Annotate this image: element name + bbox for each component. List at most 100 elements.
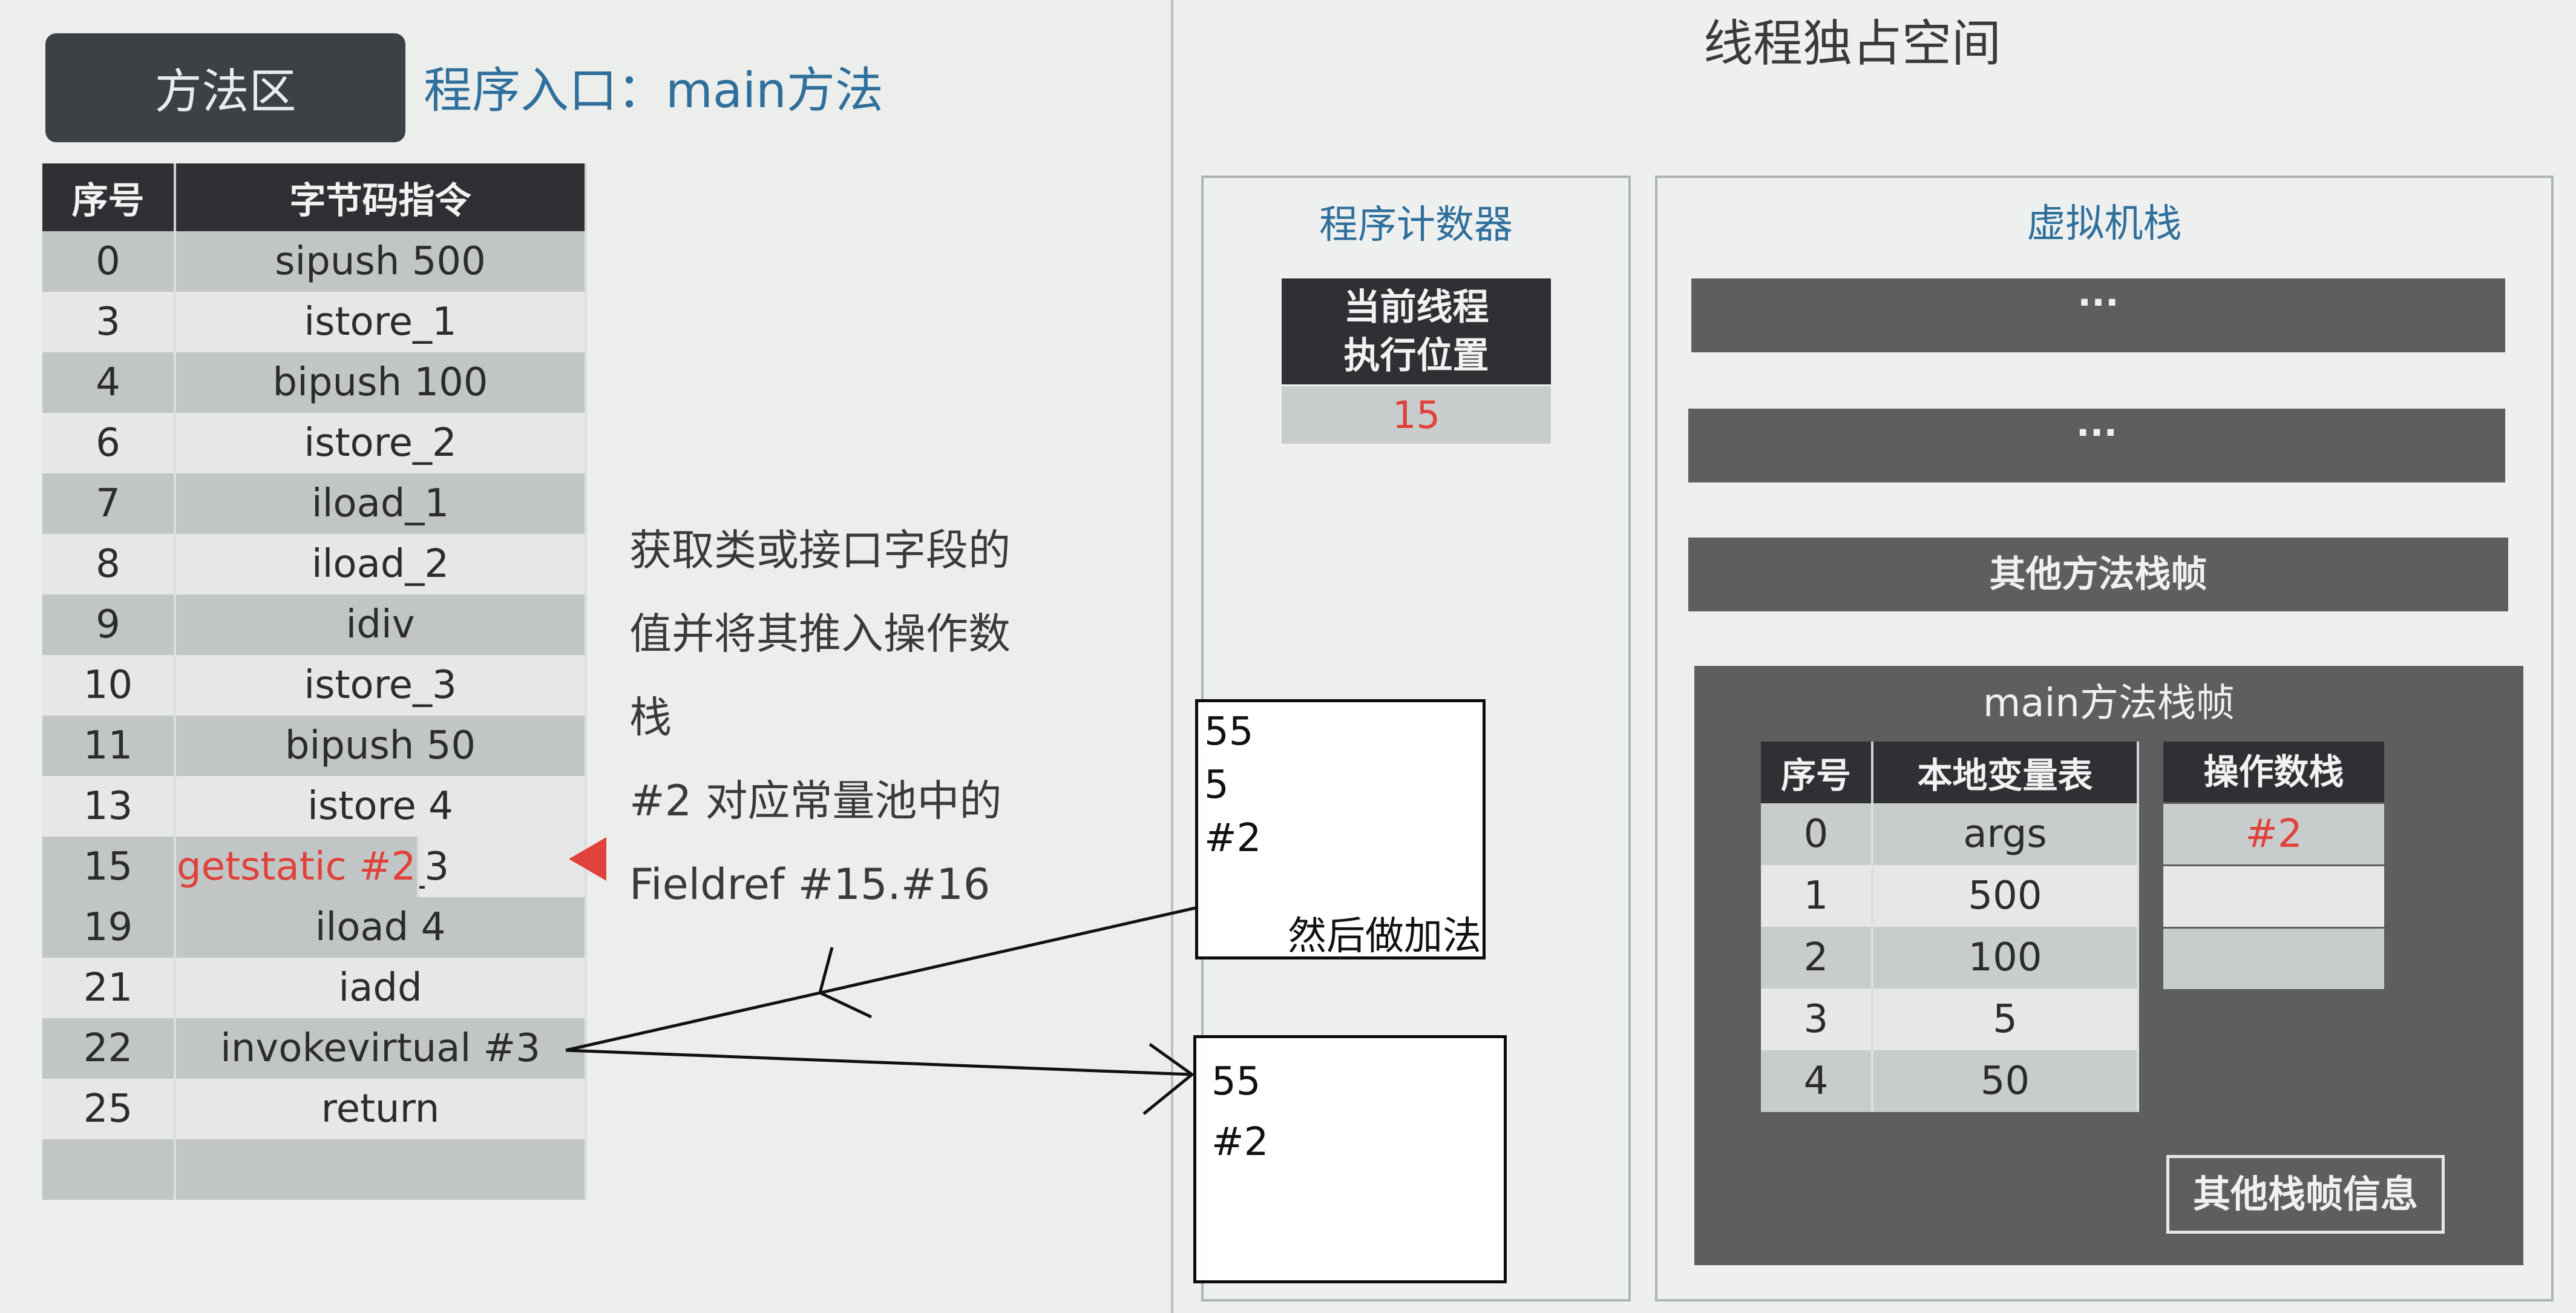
header-index: 序号 — [42, 163, 176, 231]
note-line: 获取类或接口字段的 — [629, 525, 1011, 575]
row-index — [42, 1139, 176, 1200]
annotation-line: #2 — [1211, 1120, 1269, 1165]
vm-stack-title: 虚拟机栈 — [2027, 202, 2182, 246]
row-instruction: istore_1 — [175, 292, 587, 352]
row-instruction: sipush 500 — [175, 231, 587, 292]
local-value: 500 — [1872, 865, 2139, 927]
row-instruction: istore_2 — [175, 413, 587, 473]
operand-stack-cell — [2163, 866, 2384, 927]
table-row-empty — [42, 1139, 587, 1200]
arrow-head-icon — [818, 947, 873, 1019]
row-index: 9 — [42, 594, 176, 655]
row-index: 6 — [42, 413, 176, 473]
row-instruction-current: getstatic #2 — [175, 837, 419, 897]
current-instruction-pointer-icon — [569, 837, 606, 881]
note-line: 值并将其推入操作数 — [629, 609, 1011, 659]
note-line: #2 对应常量池中的 — [629, 776, 1002, 826]
bytecode-table-header: 序号 字节码指令 — [42, 163, 587, 231]
stack-frame-ellipsis: ··· — [1688, 409, 2505, 482]
vm-stack-box — [1655, 176, 2554, 1301]
pc-header-line: 当前线程 — [1343, 286, 1489, 329]
program-counter-title: 程序计数器 — [1319, 203, 1513, 248]
row-instruction: iload_2 — [175, 534, 587, 594]
local-value: args — [1872, 803, 2139, 865]
main-frame-title: main方法栈帧 — [1983, 681, 2235, 726]
local-value: 50 — [1872, 1050, 2139, 1112]
row-instruction — [175, 1139, 587, 1200]
note-line: Fieldref #15.#16 — [629, 860, 991, 909]
row-instruction: return — [175, 1079, 587, 1139]
row-index: 13 — [42, 776, 176, 837]
row-index: 11 — [42, 716, 176, 776]
row-index: 10 — [42, 655, 176, 716]
local-value: 5 — [1872, 989, 2139, 1050]
annotation-line: 55 — [1204, 709, 1254, 754]
arrow-line-to-result — [565, 1048, 1193, 1076]
local-index: 0 — [1761, 803, 1873, 865]
row-index: 0 — [42, 231, 176, 292]
operand-stack-header: 操作数栈 — [2163, 742, 2384, 802]
row-index: 7 — [42, 473, 176, 534]
row-instruction: invokevirtual #3 — [175, 1018, 587, 1079]
row-instruction: bipush 100 — [175, 352, 587, 413]
row-index: 19 — [42, 897, 176, 958]
row-instruction: istore 4 — [175, 776, 587, 837]
locals-header: 序号 本地变量表 — [1761, 742, 2139, 803]
local-index: 2 — [1761, 927, 1873, 989]
row-instruction: idiv — [175, 594, 587, 655]
program-counter-value: 15 — [1282, 386, 1551, 444]
operand-stack-cell: #2 — [2163, 804, 2384, 864]
locals-header-value: 本地变量表 — [1872, 742, 2139, 803]
row-index: 8 — [42, 534, 176, 594]
annotation-note: 然后做加法 — [1288, 914, 1481, 959]
program-counter-header: 当前线程 执行位置 — [1282, 278, 1551, 384]
annotation-line: #2 — [1204, 816, 1262, 861]
row-index: 15 — [42, 837, 176, 897]
annotation-box-stack-before-add: 55 5 #2 然后做加法 — [1195, 699, 1486, 959]
row-index: 21 — [42, 958, 176, 1018]
operand-stack-cell — [2163, 929, 2384, 989]
local-index: 1 — [1761, 865, 1873, 927]
local-value: 100 — [1872, 927, 2139, 989]
row-instruction: istore_3 — [175, 655, 587, 716]
method-area-tag: 方法区 — [45, 33, 405, 142]
stack-frame-ellipsis: ··· — [1691, 278, 2505, 352]
local-index: 3 — [1761, 989, 1873, 1050]
note-line: 栈 — [629, 693, 672, 742]
row-instruction: iadd — [175, 958, 587, 1018]
other-frame-info-box: 其他栈帧信息 — [2166, 1155, 2445, 1234]
arrow-line-to-iadd — [565, 906, 1196, 1052]
stack-frame-other-methods: 其他方法栈帧 — [1688, 538, 2508, 611]
row-instruction: iload_1 — [175, 473, 587, 534]
row-index: 4 — [42, 352, 176, 413]
annotation-line: 5 — [1204, 763, 1229, 808]
pc-header-line: 执行位置 — [1343, 335, 1489, 377]
row-index: 22 — [42, 1018, 176, 1079]
thread-space-title: 线程独占空间 — [1703, 15, 2002, 73]
locals-header-index: 序号 — [1761, 742, 1873, 803]
instruction-note: 获取类或接口字段的 值并将其推入操作数 栈 #2 对应常量池中的 Fieldre… — [629, 508, 1011, 926]
local-index: 4 — [1761, 1050, 1873, 1112]
entry-title: 程序入口：main方法 — [424, 62, 883, 119]
annotation-line: 55 — [1211, 1059, 1261, 1104]
